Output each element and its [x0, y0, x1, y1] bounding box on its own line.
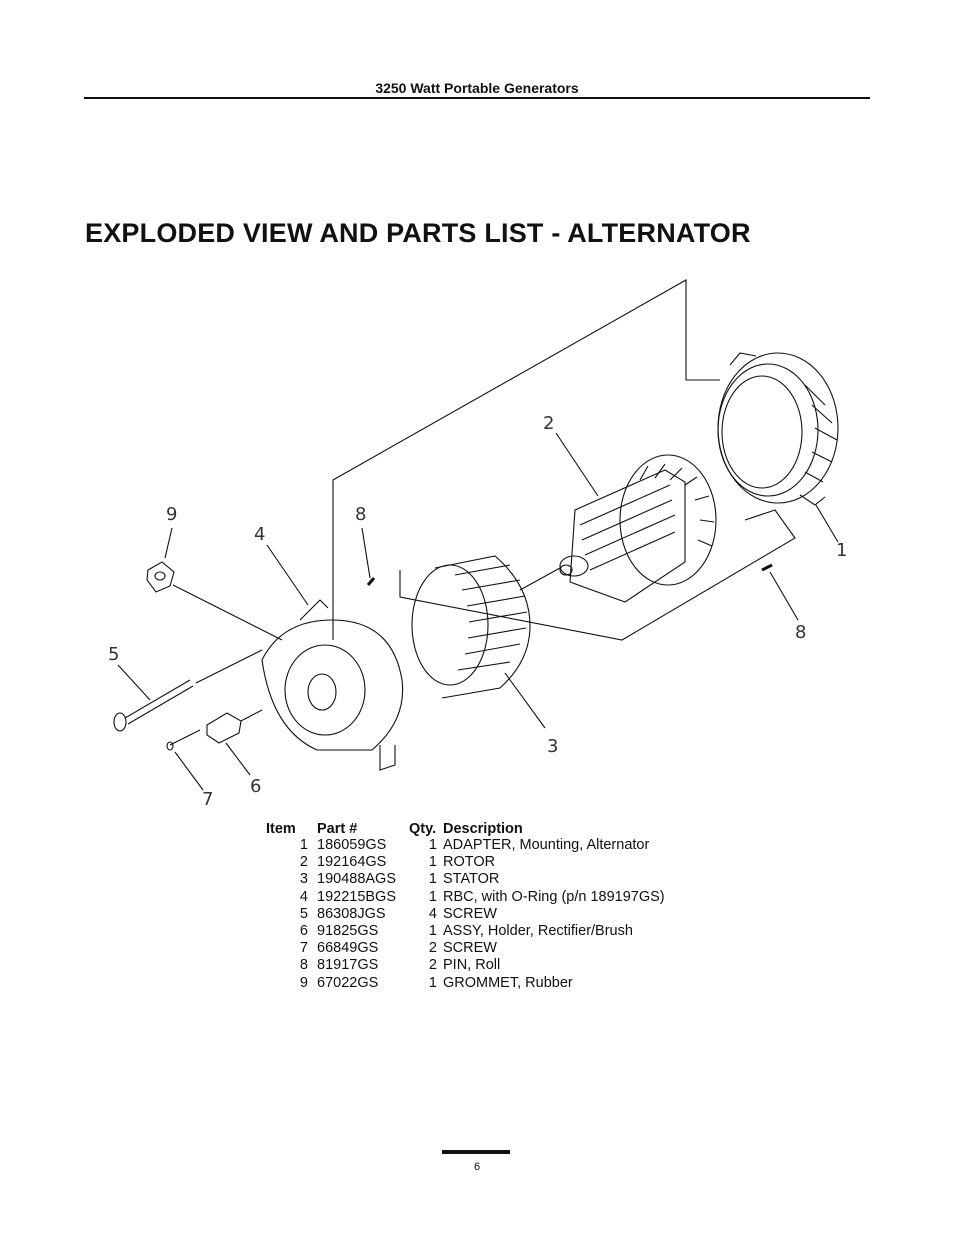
- leader-line-4: [266, 544, 309, 606]
- cell-part-number: 186059GS: [317, 837, 387, 854]
- leader-line-8a: [361, 527, 371, 579]
- cell-item: 9: [299, 974, 308, 991]
- cell-part-number: 91825GS: [317, 923, 379, 940]
- cell-item: 8: [299, 957, 308, 974]
- exploded-view-diagram: 1 2 3 4 5 6 7 8 8 9: [108, 279, 847, 810]
- cell-description: ROTOR: [443, 854, 496, 871]
- table-row: 5 86308JGS 4 SCREW: [266, 906, 665, 923]
- header-rule: [84, 97, 870, 99]
- screw-long-drawing: [113, 649, 263, 732]
- leader-line-8b: [769, 571, 799, 621]
- table-row: 1 186059GS 1 ADAPTER, Mounting, Alternator: [266, 837, 665, 854]
- callout-7: 7: [202, 789, 213, 810]
- table-row: 2 192164GS 1 ROTOR: [266, 854, 665, 871]
- table-row: 6 91825GS 1 ASSY, Holder, Rectifier/Brush: [266, 923, 665, 940]
- cell-item: 7: [299, 940, 308, 957]
- leader-line-7: [174, 751, 204, 791]
- leader-line-2: [555, 432, 599, 497]
- column-header-part: Part #: [317, 820, 358, 837]
- cell-item: 2: [299, 854, 308, 871]
- cell-qty: 2: [428, 957, 437, 974]
- callout-9: 9: [166, 504, 177, 525]
- cell-description: ADAPTER, Mounting, Alternator: [443, 837, 650, 854]
- cell-qty: 1: [428, 923, 437, 940]
- footer-bar: [442, 1150, 510, 1154]
- callout-4: 4: [254, 524, 265, 545]
- cell-item: 3: [299, 871, 308, 888]
- cell-description: PIN, Roll: [443, 957, 501, 974]
- cell-part-number: 192215BGS: [317, 888, 397, 905]
- cell-part-number: 66849GS: [317, 940, 379, 957]
- cell-description: STATOR: [443, 871, 500, 888]
- column-header-qty: Qty.: [409, 820, 437, 837]
- column-header-item: Item: [266, 820, 296, 837]
- cell-description: RBC, with O-Ring (p/n 189197GS): [443, 888, 665, 905]
- roll-pin-left-drawing: [366, 577, 376, 586]
- cell-qty: 1: [428, 837, 437, 854]
- cell-qty: 2: [428, 940, 437, 957]
- leader-line-3: [504, 672, 546, 729]
- adapter-mounting-drawing: [717, 352, 839, 506]
- table-row: 4 192215BGS 1 RBC, with O-Ring (p/n 189197G…: [266, 889, 665, 906]
- screw-small-drawing: [166, 729, 201, 751]
- cell-item: 5: [299, 905, 308, 922]
- assembly-reference-line-lower: [399, 509, 796, 641]
- page-title: EXPLODED VIEW AND PARTS LIST - ALTERNATO…: [85, 218, 751, 248]
- table-row: 3 190488AGS 1 STATOR: [266, 871, 665, 888]
- table-row: 9 67022GS 1 GROMMET, Rubber: [266, 975, 665, 992]
- cell-qty: 4: [428, 905, 437, 922]
- cell-item: 4: [299, 888, 308, 905]
- leader-line-1: [815, 504, 839, 543]
- cell-part-number: 190488AGS: [317, 871, 397, 888]
- table-row: 8 81917GS 2 PIN, Roll: [266, 957, 665, 974]
- cell-item: 1: [299, 837, 308, 854]
- parts-list-header-row: Item Part # Qty. Description: [266, 820, 665, 837]
- callout-5: 5: [108, 644, 119, 665]
- cell-description: SCREW: [443, 940, 497, 957]
- callout-2: 2: [543, 413, 554, 434]
- leader-line-6: [225, 742, 251, 776]
- rotor-drawing: [559, 454, 717, 603]
- cell-qty: 1: [428, 974, 437, 991]
- rbc-housing-drawing: [261, 599, 404, 771]
- cell-qty: 1: [428, 888, 437, 905]
- cell-description: GROMMET, Rubber: [443, 974, 573, 991]
- cell-part-number: 67022GS: [317, 974, 379, 991]
- cell-description: SCREW: [443, 905, 497, 922]
- cell-part-number: 81917GS: [317, 957, 379, 974]
- callout-6: 6: [250, 776, 261, 797]
- callout-8b: 8: [795, 622, 806, 643]
- axis-line-rotor: [519, 567, 561, 591]
- cell-part-number: 86308JGS: [317, 905, 386, 922]
- table-row: 7 66849GS 2 SCREW: [266, 940, 665, 957]
- stator-drawing: [411, 555, 531, 699]
- roll-pin-right-drawing: [761, 563, 773, 572]
- assembly-reference-line: [332, 279, 720, 640]
- leader-line-5: [117, 664, 151, 701]
- leader-line-9: [164, 527, 173, 559]
- cell-qty: 1: [428, 854, 437, 871]
- column-header-description: Description: [443, 820, 523, 837]
- cell-qty: 1: [428, 871, 437, 888]
- brush-holder-drawing: [206, 709, 263, 744]
- callout-8a: 8: [355, 504, 366, 525]
- callout-1: 1: [836, 540, 847, 561]
- page-number: 6: [473, 1161, 481, 1173]
- callout-3: 3: [547, 736, 558, 757]
- cell-part-number: 192164GS: [317, 854, 387, 871]
- cell-item: 6: [299, 923, 308, 940]
- grommet-drawing: [146, 561, 283, 641]
- running-header: 3250 Watt Portable Generators: [375, 80, 579, 96]
- cell-description: ASSY, Holder, Rectifier/Brush: [443, 923, 633, 940]
